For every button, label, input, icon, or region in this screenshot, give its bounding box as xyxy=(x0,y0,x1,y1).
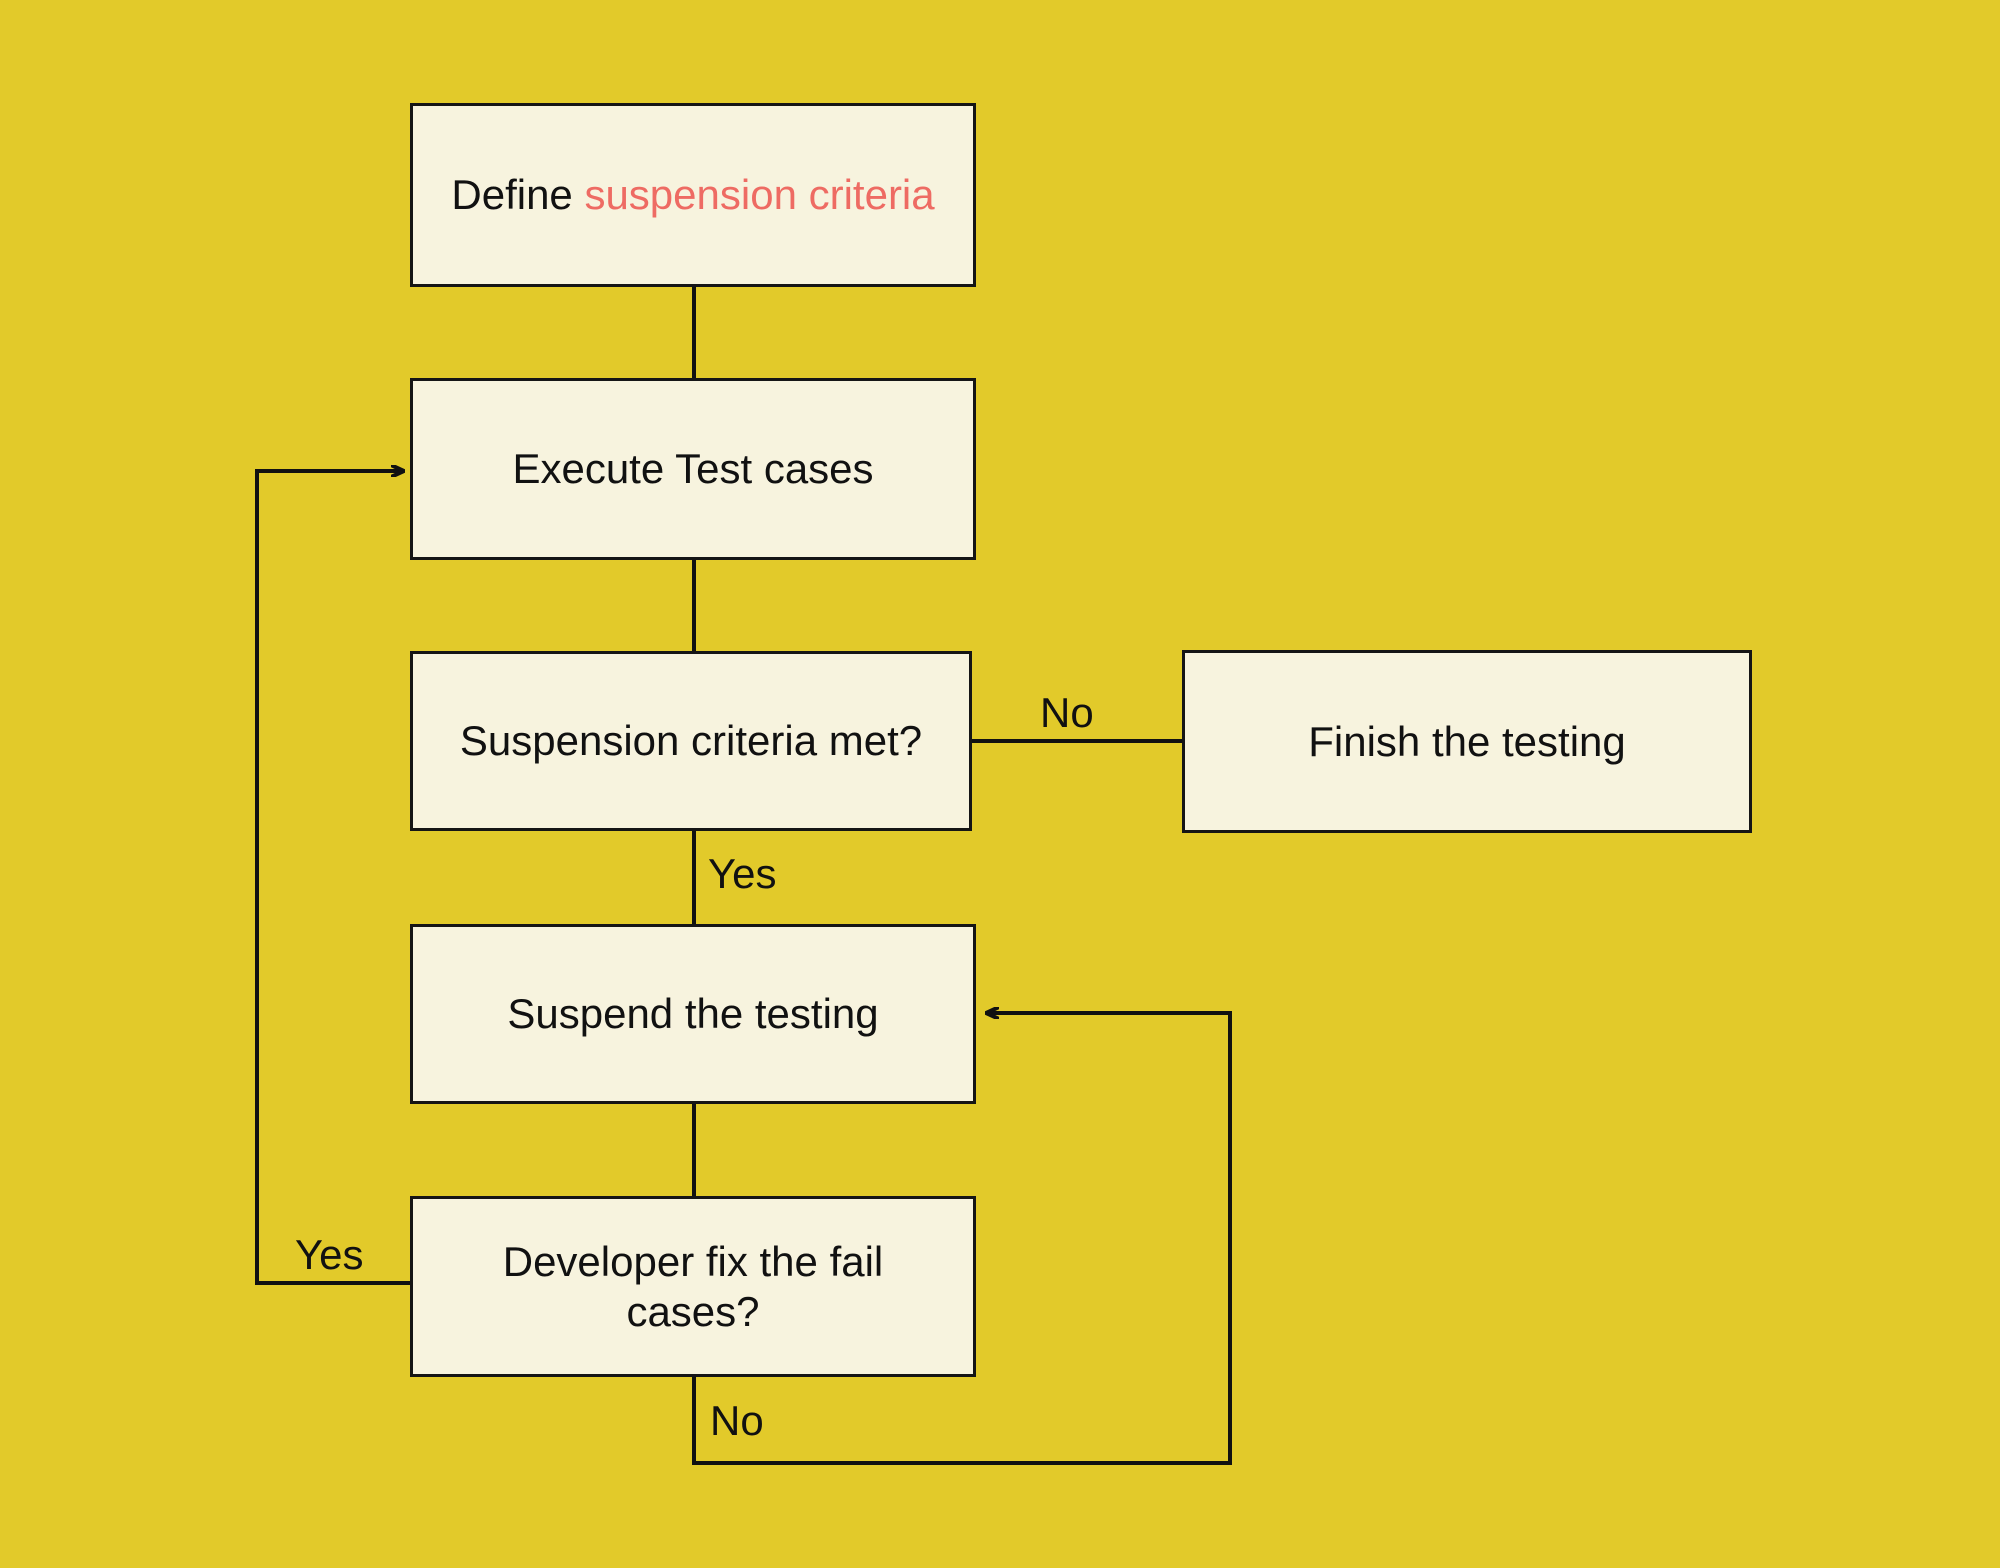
node-execute-test-cases[interactable]: Execute Test cases xyxy=(410,378,976,560)
edge-label-criteria-no: No xyxy=(1040,689,1094,736)
node-define-label: Define suspension criteria xyxy=(451,170,934,220)
node-define-label-accent: suspension criteria xyxy=(584,171,935,219)
node-define-label-lead: Define xyxy=(451,171,585,219)
edge-label-criteria-yes: Yes xyxy=(708,850,777,897)
edge-label-developer-yes: Yes xyxy=(295,1231,364,1278)
node-developer-fix-fail-cases[interactable]: Developer fix the fail cases? xyxy=(410,1196,976,1377)
edge-label-developer-no: No xyxy=(710,1397,764,1444)
node-developer-fix-label: Developer fix the fail cases? xyxy=(502,1237,884,1335)
edge-developer-yes-to-execute xyxy=(255,471,410,1285)
node-execute-label: Execute Test cases xyxy=(512,445,874,493)
node-define-suspension-criteria[interactable]: Define suspension criteria xyxy=(410,103,976,287)
node-suspend-the-testing[interactable]: Suspend the testing xyxy=(410,924,976,1104)
node-finish-the-testing[interactable]: Finish the testing xyxy=(1182,650,1752,833)
node-finish-label: Finish the testing xyxy=(1308,717,1626,765)
node-suspension-met-label: Suspension criteria met? xyxy=(459,717,923,765)
node-suspension-criteria-met[interactable]: Suspension criteria met? xyxy=(410,651,972,831)
node-suspend-label: Suspend the testing xyxy=(507,990,879,1038)
